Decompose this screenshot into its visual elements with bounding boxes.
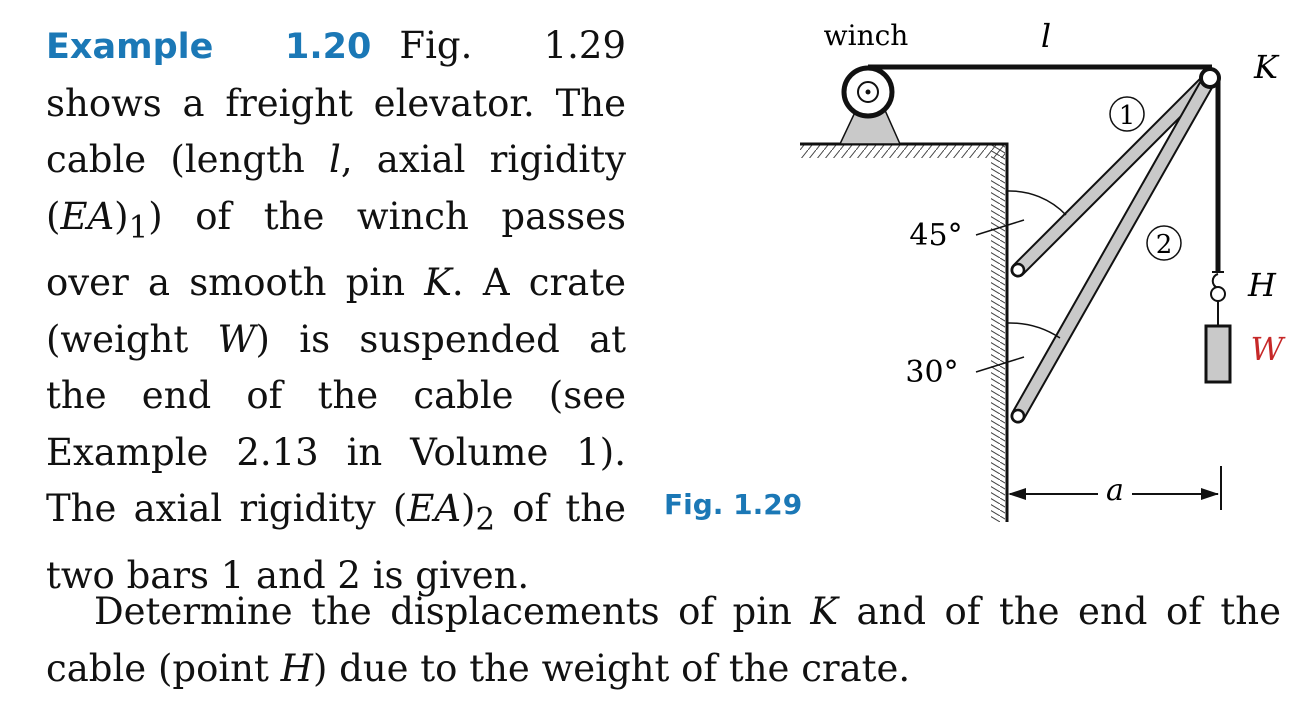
example-text: . A crate (weight bbox=[46, 261, 626, 361]
figure-caption: Fig. 1.29 bbox=[664, 488, 803, 521]
hook-icon bbox=[1211, 273, 1219, 289]
pin-bar-2 bbox=[1010, 408, 1026, 424]
example-text: , axial rigidity ( bbox=[46, 138, 626, 238]
bar-2 bbox=[1012, 72, 1216, 422]
winch-label: winch bbox=[824, 19, 909, 52]
crate bbox=[1204, 324, 1232, 384]
ground-hatch bbox=[800, 144, 1005, 158]
weight-label: W bbox=[1251, 330, 1287, 368]
var-k: K bbox=[810, 590, 838, 633]
example-text: of the two bars 1 and 2 is given. bbox=[46, 487, 626, 598]
angle-arc-30 bbox=[1006, 322, 1061, 339]
pin-k bbox=[1199, 67, 1221, 89]
pin-bar-1 bbox=[1010, 262, 1026, 278]
angle-30-label: 30° bbox=[905, 355, 958, 390]
distance-label: a bbox=[1106, 473, 1124, 508]
question-paragraph: Determine the displacements of pin K and… bbox=[46, 584, 1281, 697]
dimension-arrow-right bbox=[1201, 488, 1219, 500]
angle-arc-45 bbox=[1006, 190, 1067, 216]
question-text: ) due to the weight of the crate. bbox=[312, 646, 911, 690]
var-h: H bbox=[280, 646, 313, 690]
var-ea: EA bbox=[60, 194, 115, 238]
bar-2-number: 2 bbox=[1156, 230, 1173, 260]
bar-1-number: 1 bbox=[1119, 101, 1136, 131]
example-text: Fig. 1.29 shows a freight elevator. The … bbox=[46, 24, 626, 181]
end-label: H bbox=[1247, 266, 1277, 304]
example-text: ) bbox=[461, 487, 476, 531]
length-label: l bbox=[1041, 17, 1051, 55]
angle-leader-45 bbox=[975, 219, 1025, 236]
question-text: and of the end of the cable (point bbox=[46, 590, 1281, 690]
var-k: K bbox=[424, 261, 452, 305]
example-text: ) of the winch passes over a smooth pin bbox=[46, 194, 626, 305]
winch-axle bbox=[865, 89, 871, 95]
example-label: Example 1.20 bbox=[46, 27, 372, 67]
subscript: 1 bbox=[128, 208, 149, 245]
wall-hatch bbox=[991, 144, 1005, 522]
bar-1 bbox=[1012, 72, 1216, 276]
hook-ring bbox=[1210, 286, 1226, 302]
question-text: Determine the displacements of pin bbox=[94, 590, 811, 633]
bar-2-marker bbox=[1146, 225, 1182, 261]
subscript: 2 bbox=[475, 501, 496, 538]
angle-leader-30 bbox=[975, 356, 1025, 373]
var-ea: EA bbox=[407, 487, 462, 531]
var-l: l bbox=[329, 138, 341, 181]
bar-1-marker bbox=[1109, 96, 1145, 132]
dimension-arrow-left bbox=[1008, 488, 1026, 500]
freight-elevator-diagram: winch l K 1 2 45° 30° H W a bbox=[800, 17, 1287, 522]
example-text: ) bbox=[114, 194, 129, 238]
pin-label: K bbox=[1253, 48, 1280, 86]
var-w: W bbox=[217, 317, 256, 361]
example-text: ) is suspended at the end of the cable (… bbox=[46, 317, 627, 531]
angle-45-label: 45° bbox=[909, 218, 962, 253]
wall-outline bbox=[800, 142, 1009, 522]
